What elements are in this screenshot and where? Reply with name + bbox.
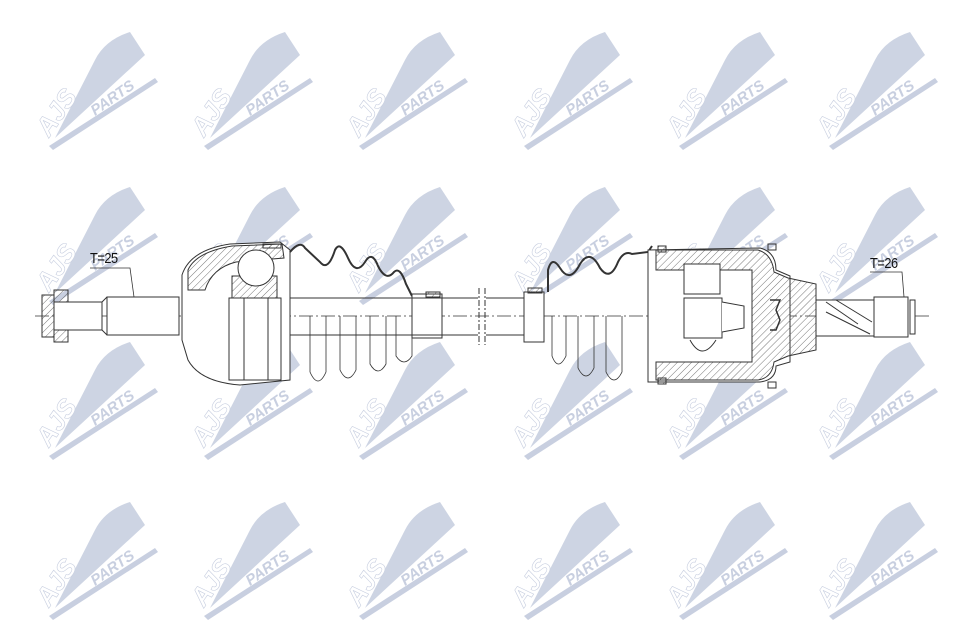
right-spline-count-label: T=26 — [870, 255, 898, 272]
left-stub-axle — [41, 267, 180, 343]
left-spline-count-label: T=25 — [90, 250, 118, 267]
outer-cv-joint — [181, 241, 291, 386]
right-stub-axle — [815, 271, 916, 338]
inner-boot — [523, 245, 653, 381]
axle-shaft — [290, 288, 528, 345]
inner-cv-joint — [647, 243, 817, 389]
outer-boot — [289, 243, 443, 382]
